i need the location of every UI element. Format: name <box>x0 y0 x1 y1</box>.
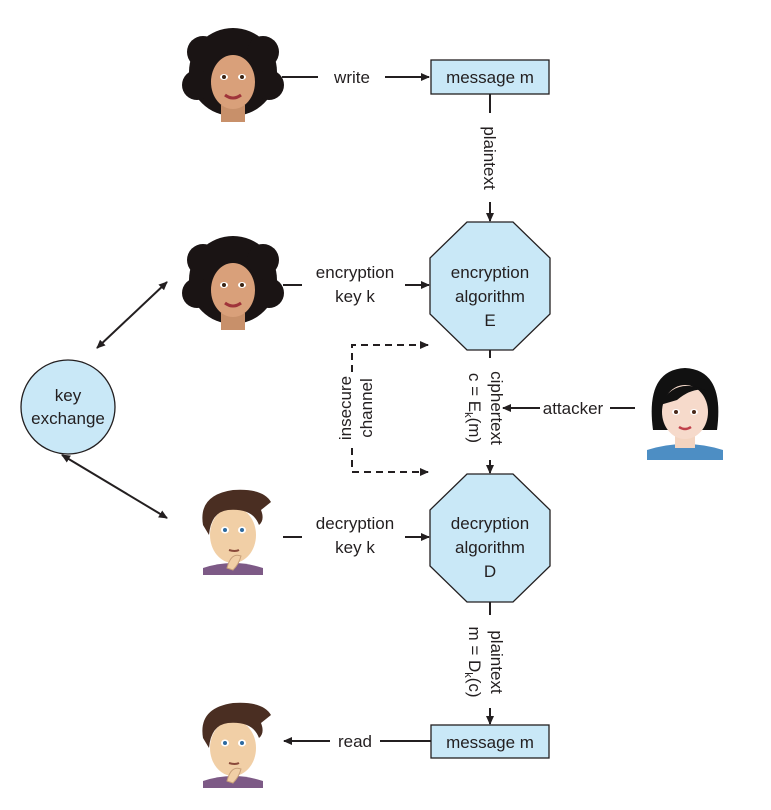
insecure-channel-line1: insecure <box>336 376 355 440</box>
message-top-label: message m <box>446 68 534 87</box>
plaintext-bottom-label: plaintext <box>487 630 506 694</box>
encryption-key-line1: encryption <box>316 263 394 282</box>
plaintext-formula: m = Dk(c) <box>462 626 484 697</box>
encryption-algorithm-line1: encryption <box>451 263 529 282</box>
encryption-key-line2: key k <box>335 287 375 306</box>
alice-writer-avatar <box>180 26 286 124</box>
message-box-top <box>430 59 550 95</box>
decryption-algorithm-octagon <box>429 473 551 603</box>
key-exchange-line1: key <box>55 386 82 405</box>
insecure-channel-bottom-dashed-arrow <box>351 448 429 476</box>
insecure-channel-line2: channel <box>357 378 376 438</box>
key-exchange-arrow-alice <box>96 281 168 349</box>
attacker-label: attacker <box>543 399 604 418</box>
decryption-key-line2: key k <box>335 538 375 557</box>
ciphertext-formula: c = Ek(m) <box>462 373 484 443</box>
key-exchange-circle <box>20 359 116 455</box>
bob-decryptor-avatar <box>201 488 272 576</box>
ciphertext-label: ciphertext <box>487 371 506 445</box>
plaintext-top-label: plaintext <box>480 126 499 190</box>
encryption-algorithm-line2: algorithm <box>455 287 525 306</box>
decryption-algorithm-line1: decryption <box>451 514 529 533</box>
read-label: read <box>338 732 372 751</box>
decryption-key-line1: decryption <box>316 514 394 533</box>
insecure-channel-top-dashed-arrow <box>351 341 429 372</box>
key-exchange-arrow-bob <box>61 454 168 519</box>
decryption-algorithm-line2: algorithm <box>455 538 525 557</box>
key-exchange-line2: exchange <box>31 409 105 428</box>
encryption-algorithm-octagon <box>429 221 551 351</box>
attacker-avatar <box>645 366 725 462</box>
message-box-bottom <box>430 724 550 759</box>
decryption-algorithm-line3: D <box>484 562 496 581</box>
write-label: write <box>333 68 370 87</box>
encryption-algorithm-line3: E <box>484 311 495 330</box>
bob-reader-avatar <box>201 701 272 789</box>
message-bottom-label: message m <box>446 733 534 752</box>
alice-encryptor-avatar <box>180 234 286 332</box>
